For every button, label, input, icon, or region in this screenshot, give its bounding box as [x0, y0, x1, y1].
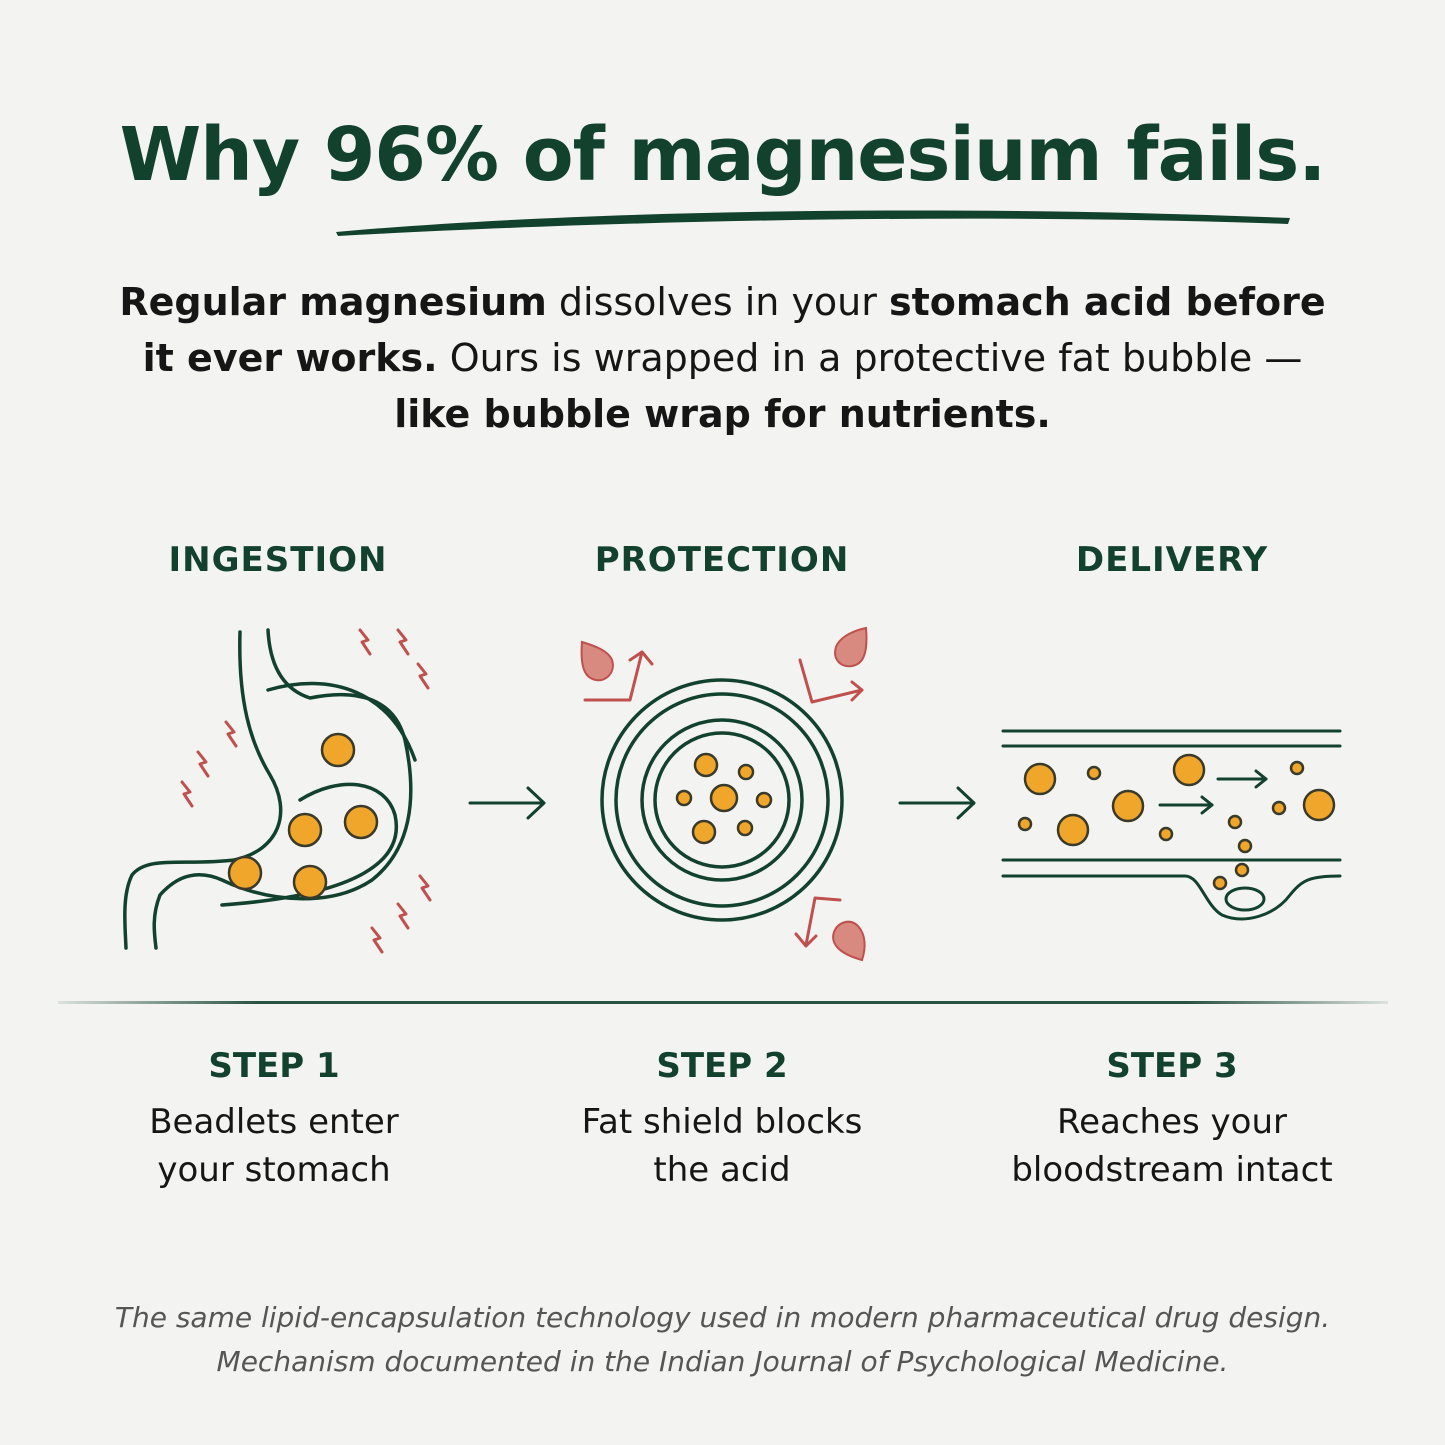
beadlet	[1227, 814, 1243, 830]
beadlet	[1289, 760, 1305, 776]
beadlet	[227, 855, 263, 891]
subhead-bold-3: like bubble wrap for nutrients.	[394, 392, 1051, 436]
deflect-arrow-icon	[583, 650, 644, 702]
stage-label-protection: PROTECTION	[594, 540, 850, 580]
stomach-icon	[123, 628, 417, 950]
beadlet	[1086, 765, 1102, 781]
step-1-desc-line1: Beadlets enter	[149, 1102, 399, 1142]
beadlet	[1172, 753, 1206, 787]
step-2-desc-line2: the acid	[653, 1150, 791, 1190]
beadlet	[1023, 762, 1057, 796]
beadlet	[1237, 838, 1253, 854]
beadlet	[1212, 875, 1228, 891]
step-1-number: STEP 1	[208, 1046, 340, 1086]
subhead-bold-1: Regular magnesium	[119, 280, 547, 324]
beadlet	[693, 752, 719, 778]
shield-beadlets	[675, 752, 773, 845]
subhead-text-1: dissolves in your	[546, 280, 889, 324]
beadlet	[709, 783, 739, 813]
step-2-desc-line1: Fat shield blocks	[581, 1102, 863, 1142]
step-3-number: STEP 3	[1106, 1046, 1238, 1086]
beadlet	[1271, 800, 1287, 816]
deflect-arrow-icon	[804, 896, 842, 947]
beadlet	[691, 819, 717, 845]
beadlet	[343, 804, 379, 840]
flow-arrows	[1158, 769, 1268, 815]
subhead: Regular magnesium dissolves in your stom…	[110, 274, 1335, 442]
footnote: The same lipid-encapsulation technology …	[114, 1301, 1331, 1378]
stage-label-ingestion: INGESTION	[168, 540, 388, 580]
beadlet	[737, 763, 755, 781]
bloodstream-beadlets	[1017, 753, 1336, 891]
headline-underline	[336, 210, 1290, 236]
fat-shield-icon	[600, 678, 844, 922]
step-2-number: STEP 2	[656, 1046, 788, 1086]
subhead-text-2: Ours is wrapped in a protective fat bubb…	[437, 336, 1303, 380]
step-3-description: Reaches your bloodstream intact	[932, 1098, 1412, 1194]
beadlet	[1158, 826, 1174, 842]
stomach-beadlets	[227, 732, 379, 900]
divider	[58, 1001, 1388, 1004]
acid-drops	[580, 626, 868, 962]
deflect-arrows	[583, 650, 864, 948]
arrow-right-icon	[898, 786, 976, 820]
arrow-right-icon	[468, 786, 546, 820]
step-1-desc-line2: your stomach	[157, 1150, 391, 1190]
acid-drop-icon	[580, 640, 614, 682]
beadlet	[1056, 813, 1090, 847]
beadlet	[736, 819, 754, 837]
beadlet	[320, 732, 356, 768]
stage-label-delivery: DELIVERY	[1075, 540, 1269, 580]
acid-bolts-stomach	[180, 628, 432, 954]
deflect-arrow-icon	[798, 658, 864, 704]
step-2-description: Fat shield blocks the acid	[482, 1098, 962, 1194]
beadlet	[1302, 788, 1336, 822]
acid-drop-icon	[834, 626, 868, 668]
beadlet	[287, 812, 323, 848]
step-3-desc-line2: bloodstream intact	[1011, 1150, 1333, 1190]
step-1-description: Beadlets enter your stomach	[34, 1098, 514, 1194]
subhead-bold-2: stomach acid before it ever works.	[142, 280, 1326, 380]
headline: Why 96% of magnesium fails.	[119, 112, 1327, 198]
beadlet	[675, 789, 693, 807]
beadlet	[1111, 789, 1145, 823]
bloodstream-icon	[1001, 729, 1342, 921]
acid-drop-icon	[832, 920, 866, 962]
beadlet	[1234, 862, 1250, 878]
beadlet	[1017, 816, 1033, 832]
beadlet	[755, 791, 773, 809]
step-3-desc-line1: Reaches your	[1057, 1102, 1287, 1142]
beadlet	[292, 864, 328, 900]
